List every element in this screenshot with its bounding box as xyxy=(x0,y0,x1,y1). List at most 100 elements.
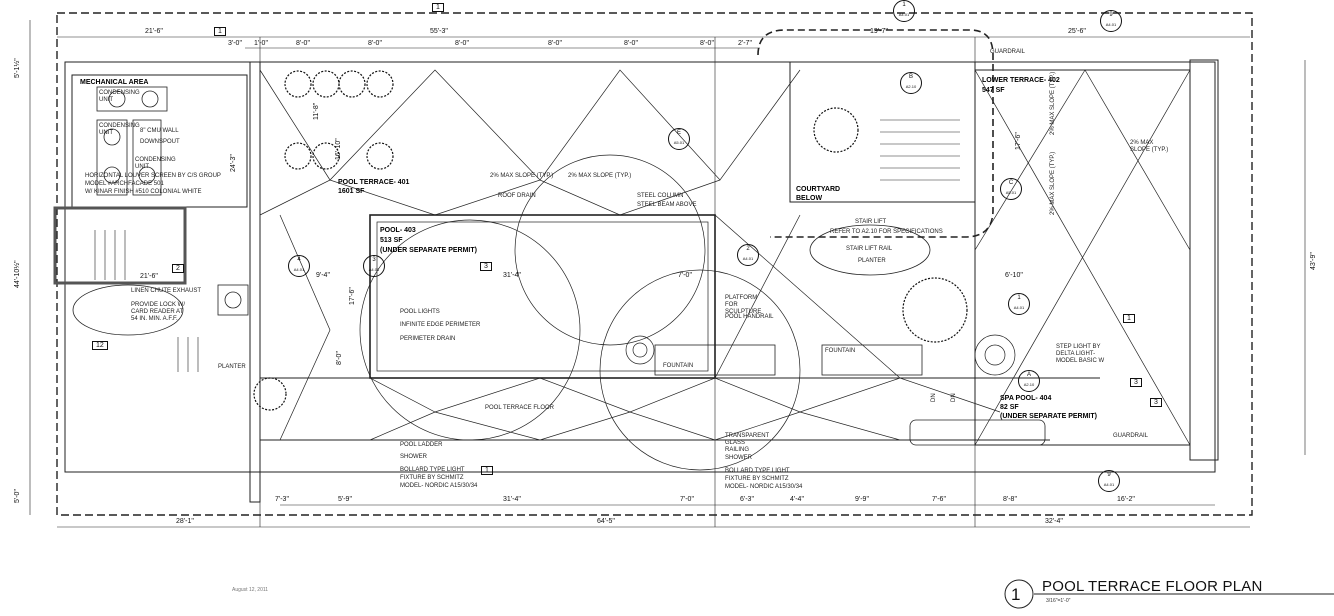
dim-top-sub: 8'-0" xyxy=(368,40,382,47)
slope-lines xyxy=(259,69,1191,446)
note: DN xyxy=(931,393,937,402)
note: FIXTURE BY SCHMITZ xyxy=(725,476,789,482)
dim-interior: 9'-4" xyxy=(316,272,330,279)
note: DN xyxy=(951,393,957,402)
dim-left: 5'-0" xyxy=(14,489,21,503)
note: 2% MAX SLOPE (TYP.) xyxy=(1130,140,1169,153)
note: POOL LIGHTS xyxy=(400,309,440,315)
fountain-basin xyxy=(654,344,776,376)
note: 2% MAX SLOPE (TYP.) xyxy=(568,173,632,179)
room-spa-permit: (UNDER SEPARATE PERMIT) xyxy=(1000,413,1097,420)
dim-interior: 8'-0" xyxy=(336,351,343,365)
condensing-units xyxy=(96,86,249,316)
dim-bottom-sub: 16'-2" xyxy=(1117,496,1135,503)
dim-bottom-sub: 7'-0" xyxy=(680,496,694,503)
dim-top: 55'-3" xyxy=(430,28,448,35)
note: HORIZONTAL LOUVER SCREEN BY C/S GROUP xyxy=(85,173,221,179)
dim-top: 21'-6" xyxy=(145,28,163,35)
property-line xyxy=(56,12,1253,516)
dim-top-sub: 3'-0" xyxy=(228,40,242,47)
drawing-title: POOL TERRACE FLOOR PLAN xyxy=(1042,578,1263,595)
dim-top-sub: 8'-0" xyxy=(700,40,714,47)
note: PROVIDE LOCK W/ CARD READER AT 54 IN. MI… xyxy=(131,302,186,322)
room-lower-terrace-area: 547 SF xyxy=(982,87,1005,94)
drawing-date: August 12, 2011 xyxy=(232,587,269,593)
note: GUARDRAIL xyxy=(1113,433,1149,439)
room-pool-area: 513 SF xyxy=(380,237,403,244)
note: FOUNTAIN xyxy=(663,363,694,369)
note: 2% MAX SLOPE (TYP.) xyxy=(1050,151,1056,215)
note: INFINITE EDGE PERIMETER xyxy=(400,322,481,328)
note: LINEN CHUTE EXHAUST xyxy=(131,288,202,294)
dimension-lines xyxy=(29,20,1306,528)
dim-interior: 21'-6" xyxy=(140,273,158,280)
dim-top: 19'-7" xyxy=(870,28,888,35)
note: STEEL COLUMN xyxy=(637,193,684,199)
note: SHOWER xyxy=(400,454,427,460)
dim-right: 43'-9" xyxy=(1310,252,1317,270)
dim-bottom: 28'-1" xyxy=(176,518,194,525)
dim-bottom-sub: 7'-6" xyxy=(932,496,946,503)
note: 8" CMU WALL xyxy=(140,128,179,134)
dim-top-sub: 8'-0" xyxy=(548,40,562,47)
dim-top-sub: 1'-0" xyxy=(254,40,268,47)
note: PLATFORM FOR SCULPTURE xyxy=(725,295,762,315)
revision-tag: 1 xyxy=(214,27,226,36)
detail-marker-circle xyxy=(1004,579,1034,609)
note: PERIMETER DRAIN xyxy=(400,336,456,342)
room-spa-area: 82 SF xyxy=(1000,404,1019,411)
note: CONDENSING UNIT xyxy=(135,157,176,170)
note: MODEL- NORDIC A15/30/34 xyxy=(400,483,478,489)
room-pool-terrace: POOL TERRACE- 401 xyxy=(338,179,410,186)
note: POOL LADDER xyxy=(400,442,443,448)
stairs xyxy=(94,119,960,372)
note: STEP LIGHT BY DELTA LIGHT- MODEL BASIC W xyxy=(1056,344,1105,364)
dim-top-sub: 8'-0" xyxy=(624,40,638,47)
note: FOUNTAIN xyxy=(825,348,856,354)
fountain-basin xyxy=(821,344,923,376)
dim-top: 25'-6" xyxy=(1068,28,1086,35)
pool-outline xyxy=(369,214,716,379)
note: STAIR LIFT RAIL xyxy=(846,246,893,252)
dim-top-sub: 8'-0" xyxy=(296,40,310,47)
note: DOWNSPOUT xyxy=(140,139,180,145)
drawing-scale: 3/16"=1'-0" xyxy=(1046,598,1071,604)
revision-tag: 12 xyxy=(92,341,108,350)
note: GUARDRAIL xyxy=(990,49,1026,55)
note: STEEL BEAM ABOVE xyxy=(637,202,697,208)
room-pool: POOL- 403 xyxy=(380,227,416,234)
room-lower-terrace: LOWER TERRACE- 402 xyxy=(982,77,1060,84)
room-pool-terrace-area: 1601 SF xyxy=(338,188,365,195)
dim-top-sub: 8'-0" xyxy=(455,40,469,47)
room-mechanical: MECHANICAL AREA xyxy=(80,79,149,86)
revision-tag: 1 xyxy=(432,3,444,12)
note: SHOWER xyxy=(725,455,752,461)
note: 2% MAX SLOPE (TYP.) xyxy=(490,173,554,179)
dim-bottom-sub: 5'-9" xyxy=(338,496,352,503)
revision-tag: 1 xyxy=(1123,314,1135,323)
dim-left: 5'-1½" xyxy=(14,58,21,78)
dim-bottom-sub: 9'-9" xyxy=(855,496,869,503)
dim-interior: 6'-10" xyxy=(1005,272,1023,279)
dim-bottom: 64'-5" xyxy=(597,518,615,525)
revision-tag: 3 xyxy=(480,262,492,271)
dim-interior: 17'-6" xyxy=(1015,132,1022,150)
dim-top-sub: 2'-7" xyxy=(738,40,752,47)
room-courtyard-2: BELOW xyxy=(796,195,823,202)
detail-number: 1 xyxy=(1011,585,1021,604)
note: W/ KINAR FINISH #510 COLONIAL WHITE xyxy=(85,189,202,195)
note: CONDENSING UNIT xyxy=(99,123,140,136)
